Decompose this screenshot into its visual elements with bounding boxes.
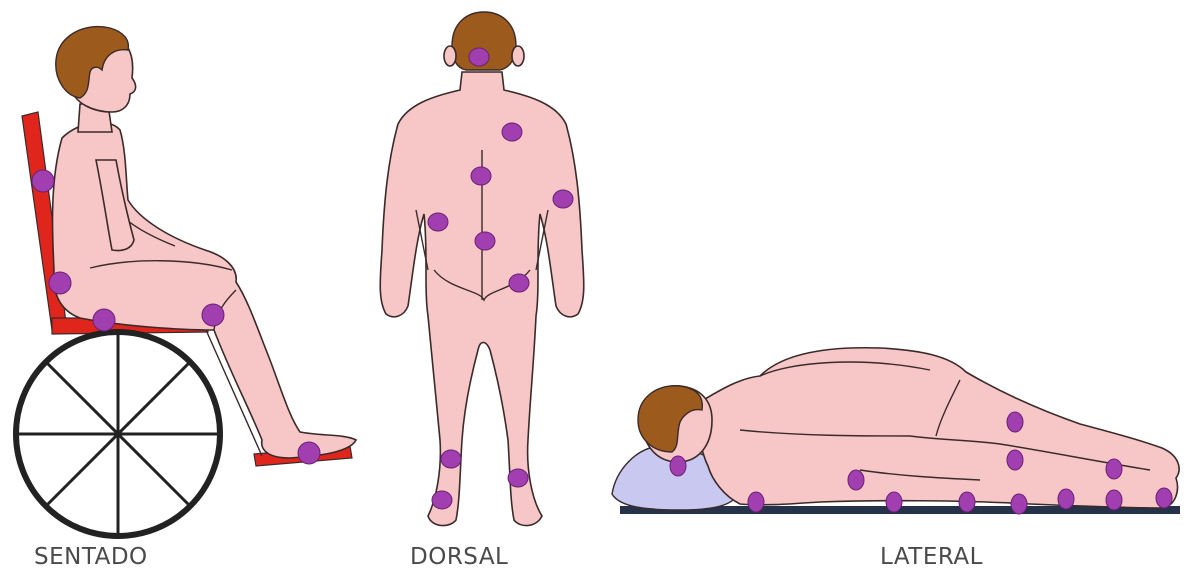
pressure-point-shoulder: [748, 492, 764, 512]
dorsal-figure-panel: [380, 12, 584, 526]
pressure-point-ankle-upper: [1106, 459, 1122, 479]
pressure-point-foot: [1156, 488, 1172, 508]
pressure-point-trochanter: [959, 492, 975, 512]
caption-sentado: SENTADO: [34, 543, 148, 571]
caption-lateral: LATERAL: [880, 543, 983, 571]
pressure-point-knee: [202, 304, 224, 326]
caption-dorsal: DORSAL: [410, 543, 508, 571]
pressure-point-hip: [886, 492, 902, 512]
pressure-point-sacrum: [49, 272, 71, 294]
pressure-point-scapula: [32, 170, 54, 192]
pressure-point-heel-lower: [1106, 490, 1122, 510]
pressure-point-sacrum: [475, 232, 495, 250]
lateral-figure-panel: [612, 348, 1180, 514]
pressure-point-spine: [471, 167, 491, 185]
pressure-point-knee-upper: [1007, 412, 1023, 432]
wheelchair-wheel: [16, 332, 220, 536]
pressure-point-ischium: [93, 309, 115, 331]
seated-figure-panel: [16, 27, 356, 536]
pressure-point-ankle-left: [441, 450, 461, 468]
pressure-point-elbow-left: [428, 213, 448, 231]
pressure-point-elbow: [848, 470, 864, 490]
pressure-point-ankle-right: [508, 469, 528, 487]
pressure-point-ankle-lower: [1058, 489, 1074, 509]
pressure-point-heel-left: [432, 491, 452, 509]
pressure-point-heel: [298, 442, 320, 464]
pressure-point-occiput: [469, 48, 489, 66]
pressure-point-scapula: [502, 123, 522, 141]
pressure-point-elbow-right: [553, 190, 573, 208]
pressure-point-ear: [670, 456, 686, 476]
pressure-point-knee-mid: [1007, 450, 1023, 470]
pressure-point-knee-lower: [1011, 494, 1027, 514]
pressure-point-hip: [509, 274, 529, 292]
